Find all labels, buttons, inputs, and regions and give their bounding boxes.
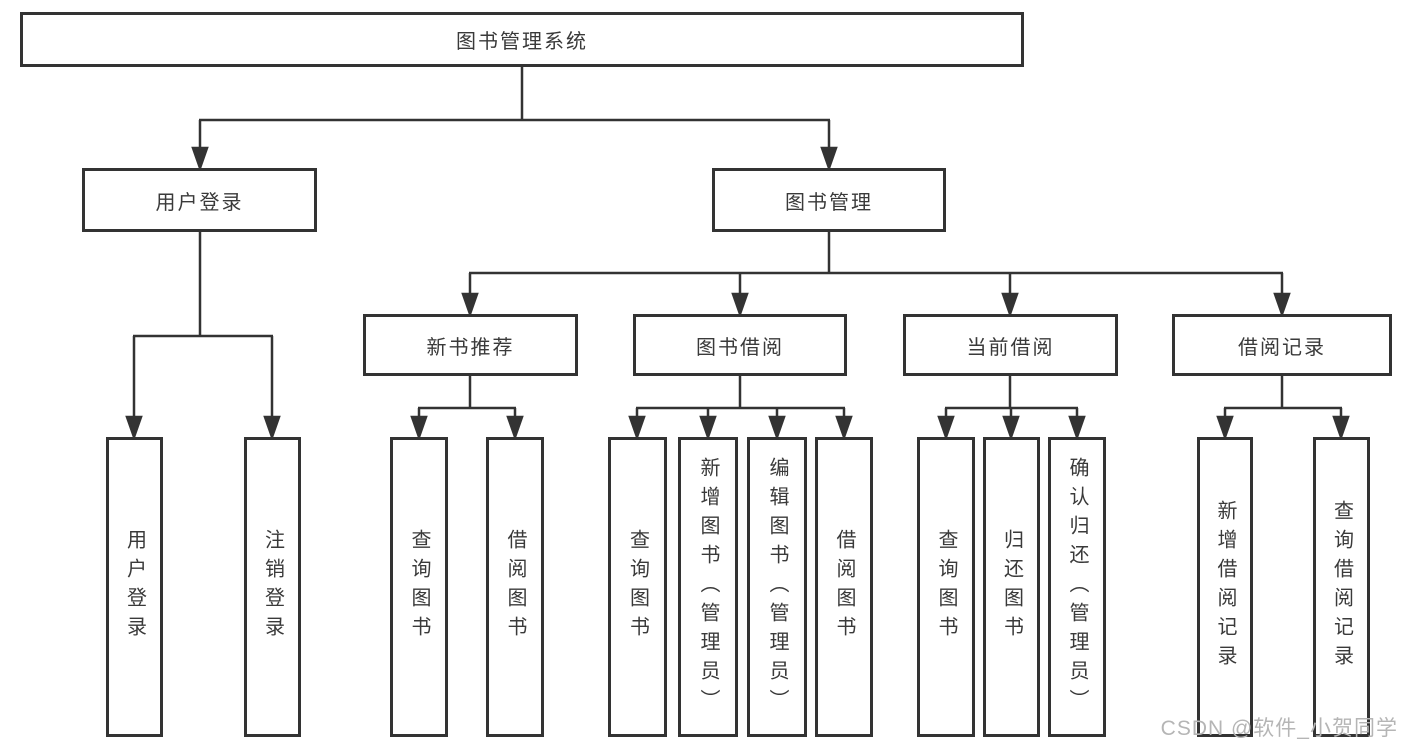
node-book-borrowing: 图书借阅 bbox=[633, 314, 847, 376]
node-new-book-recommendation: 新书推荐 bbox=[363, 314, 578, 376]
leaf-borrowing-borrow-books: 借阅图书 bbox=[815, 437, 873, 737]
node-borrowing-records-label: 借阅记录 bbox=[1238, 336, 1326, 359]
leaf-logout: 注销登录 bbox=[244, 437, 301, 737]
node-new-book-recommendation-label: 新书推荐 bbox=[426, 336, 515, 359]
node-book-management: 图书管理 bbox=[712, 168, 946, 232]
node-user-login-label: 用户登录 bbox=[155, 191, 244, 214]
leaf-recommend-borrow-books: 借阅图书 bbox=[486, 437, 544, 737]
leaf-confirm-return-admin-label: 确认归还（管理员） bbox=[1066, 456, 1088, 718]
leaf-edit-books-admin: 编辑图书（管理员） bbox=[747, 437, 807, 737]
leaf-add-books-admin-label: 新增图书（管理员） bbox=[697, 456, 719, 718]
leaf-return-books: 归还图书 bbox=[983, 437, 1040, 737]
node-current-borrowing: 当前借阅 bbox=[903, 314, 1118, 376]
leaf-current-query-books-label: 查询图书 bbox=[935, 529, 957, 645]
leaf-add-borrow-record: 新增借阅记录 bbox=[1197, 437, 1253, 737]
node-current-borrowing-label: 当前借阅 bbox=[966, 336, 1055, 359]
leaf-recommend-borrow-books-label: 借阅图书 bbox=[504, 529, 526, 645]
leaf-query-borrow-record-label: 查询借阅记录 bbox=[1330, 500, 1353, 674]
node-book-borrowing-label: 图书借阅 bbox=[696, 336, 784, 359]
leaf-current-query-books: 查询图书 bbox=[917, 437, 975, 737]
leaf-user-login: 用户登录 bbox=[106, 437, 163, 737]
node-book-management-label: 图书管理 bbox=[785, 191, 873, 214]
leaf-logout-label: 注销登录 bbox=[261, 529, 284, 645]
node-root: 图书管理系统 bbox=[20, 12, 1024, 67]
leaf-recommend-query-books-label: 查询图书 bbox=[408, 529, 430, 645]
leaf-recommend-query-books: 查询图书 bbox=[390, 437, 448, 737]
leaf-query-borrow-record: 查询借阅记录 bbox=[1313, 437, 1370, 737]
leaf-edit-books-admin-label: 编辑图书（管理员） bbox=[766, 456, 788, 718]
node-borrowing-records: 借阅记录 bbox=[1172, 314, 1392, 376]
leaf-confirm-return-admin: 确认归还（管理员） bbox=[1048, 437, 1106, 737]
leaf-borrowing-query-books-label: 查询图书 bbox=[626, 529, 649, 645]
node-user-login: 用户登录 bbox=[82, 168, 317, 232]
leaf-return-books-label: 归还图书 bbox=[1000, 529, 1023, 645]
node-root-label: 图书管理系统 bbox=[456, 31, 588, 53]
leaf-user-login-label: 用户登录 bbox=[123, 529, 146, 645]
leaf-borrowing-query-books: 查询图书 bbox=[608, 437, 667, 737]
leaf-borrowing-borrow-books-label: 借阅图书 bbox=[833, 529, 855, 645]
csdn-watermark: CSDN @软件_小贺同学 bbox=[1160, 717, 1398, 740]
leaf-add-books-admin: 新增图书（管理员） bbox=[678, 437, 738, 737]
leaf-add-borrow-record-label: 新增借阅记录 bbox=[1214, 500, 1236, 674]
arrowheads bbox=[125, 120, 1350, 441]
